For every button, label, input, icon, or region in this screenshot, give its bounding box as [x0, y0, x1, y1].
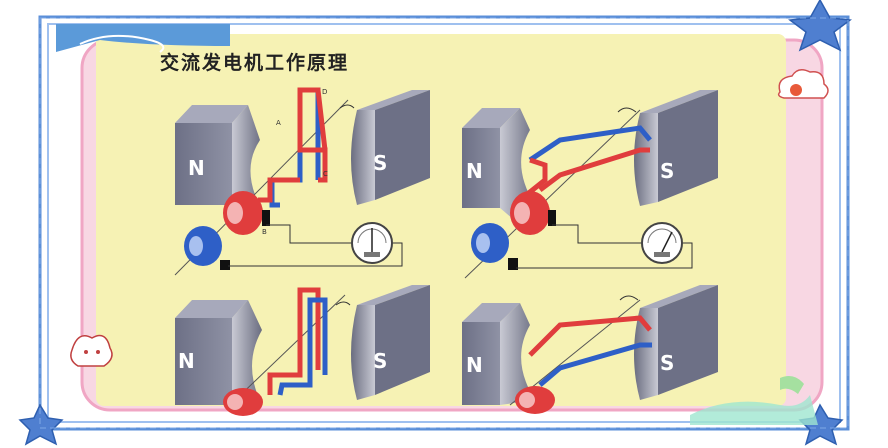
panel-top-right: N S — [462, 90, 718, 279]
leaf-icon — [690, 376, 818, 425]
rotation-arrow — [335, 301, 351, 306]
panel-top-left: N S A B C D — [174, 87, 430, 276]
bunny-icon — [70, 334, 113, 367]
panel-bottom-right: N S — [462, 285, 718, 414]
magnet-s-side — [658, 285, 718, 395]
magnet-s-top — [640, 90, 718, 113]
magnet-s-top — [357, 90, 430, 110]
ribbon-swirl — [79, 34, 165, 53]
coil-lead-red — [258, 177, 300, 203]
magnet-s-side — [375, 90, 430, 200]
star-icon — [18, 403, 64, 446]
circuit-wire-1 — [552, 224, 642, 244]
magnet-s-curve — [634, 113, 658, 206]
label-c: C — [323, 170, 328, 178]
magnet-n-face — [462, 322, 500, 405]
magnet-n-curve — [500, 303, 535, 405]
magnet-n-curve — [232, 300, 262, 405]
slip-ring-blue-hole — [189, 236, 203, 256]
magnet-s-side — [658, 90, 718, 202]
circuit-wire-1 — [266, 224, 352, 244]
magnet-n-face — [175, 123, 232, 205]
coil-blue-side — [277, 297, 328, 396]
coil-blue-side — [538, 342, 652, 387]
magnet-s-curve — [351, 305, 375, 400]
magnet-s-side — [375, 285, 430, 395]
pole-s-label: S — [373, 151, 387, 175]
panel-bottom-left: N S — [175, 285, 430, 416]
rotation-arrow — [617, 107, 637, 113]
label-b: B — [262, 228, 267, 236]
magnet-s-top — [640, 285, 718, 308]
pole-n-label: N — [188, 156, 205, 180]
brush-2 — [220, 260, 230, 270]
coil-red-side — [528, 315, 652, 357]
coil-red-side — [267, 287, 321, 395]
cloud-icon — [777, 69, 829, 99]
magnet-n-top — [462, 108, 520, 128]
magnet-n-face — [175, 318, 232, 405]
yellow-panel — [96, 34, 786, 406]
coil-blue-side — [528, 125, 652, 163]
page-title: 交流发电机工作原理 — [160, 52, 350, 74]
label-a: A — [276, 119, 281, 127]
rotation-arrow — [619, 295, 639, 301]
magnet-s-top — [357, 285, 430, 305]
slip-ring-red-hole — [514, 202, 530, 224]
magnet-n-top — [175, 105, 248, 123]
label-d: D — [322, 88, 327, 96]
pole-s-label: S — [373, 349, 387, 373]
magnet-n-top — [175, 300, 248, 318]
brush-2 — [508, 258, 518, 270]
meter-base — [364, 252, 380, 257]
rotation-arrow — [339, 104, 355, 109]
brush-1 — [548, 210, 556, 226]
magnet-n-top — [462, 303, 520, 322]
star-icon — [788, 0, 852, 52]
meter-base — [654, 252, 670, 257]
coil-red-side — [297, 87, 328, 183]
circuit-wire-2 — [228, 242, 403, 267]
pole-n-label: N — [178, 349, 195, 373]
magnet-n-face — [462, 128, 500, 208]
magnet-s-curve — [634, 308, 658, 400]
slip-ring-red-hole — [227, 394, 243, 410]
dashed-frame — [39, 17, 849, 429]
pole-n-label: N — [466, 353, 483, 377]
magnet-s-curve — [351, 110, 375, 205]
meter-needle — [661, 231, 673, 253]
pole-s-label: S — [660, 159, 674, 183]
pole-n-label: N — [466, 159, 483, 183]
brush-1 — [262, 210, 270, 226]
coil-lead-red — [518, 157, 548, 202]
slip-ring-red-hole — [227, 202, 243, 224]
pole-s-label: S — [660, 351, 674, 375]
circuit-wire-2 — [516, 242, 693, 269]
coil-red-side — [538, 147, 650, 192]
meter-scale — [647, 228, 677, 244]
slip-ring-red-hole — [519, 392, 535, 408]
slip-ring-blue-hole — [476, 233, 490, 253]
